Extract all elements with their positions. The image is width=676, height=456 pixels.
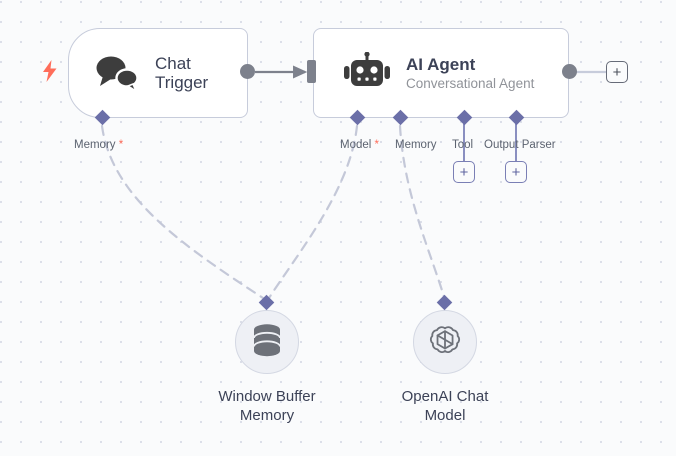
add-output-parser-button[interactable]: +	[505, 161, 527, 183]
chat-trigger-title: Chat Trigger	[155, 53, 209, 92]
chat-trigger-output-port[interactable]	[240, 64, 255, 79]
port-label-text: Memory	[74, 139, 116, 151]
node-chat-trigger[interactable]: Chat Trigger	[68, 28, 248, 118]
add-tool-button[interactable]: +	[453, 161, 475, 183]
window-buffer-memory-port[interactable]	[258, 294, 275, 311]
openai-chat-model-label: OpenAI Chat Model	[401, 388, 489, 424]
edge-aiagent-memory-to-openai	[398, 124, 447, 302]
node-window-buffer-memory[interactable]	[235, 310, 299, 374]
openai-chat-model-port[interactable]	[436, 294, 453, 311]
robot-icon	[342, 51, 392, 95]
ai-agent-output-port[interactable]	[562, 64, 577, 79]
node-ai-agent[interactable]: AI Agent Conversational Agent	[313, 28, 569, 118]
required-asterisk: *	[371, 139, 379, 151]
ai-agent-subtitle: Conversational Agent	[406, 75, 535, 91]
window-buffer-memory-label: Window Buffer Memory	[218, 388, 316, 424]
database-icon	[251, 323, 283, 362]
chat-trigger-memory-label: Memory *	[74, 139, 123, 151]
openai-logo-icon	[428, 323, 462, 362]
edge-aiagent-model-to-openai	[265, 124, 359, 303]
port-label-text: Model	[340, 139, 372, 151]
ai-agent-model-label: Model *	[340, 139, 379, 151]
ai-agent-outputparser-label: Output Parser	[484, 139, 556, 151]
lightning-bolt-icon	[42, 60, 58, 82]
ai-agent-tool-label: Tool	[452, 139, 474, 151]
ai-agent-title: AI Agent	[406, 54, 476, 74]
add-node-button[interactable]: +	[606, 61, 628, 83]
edge-chattrigger-memory-to-windowbuffer	[100, 124, 268, 302]
required-asterisk: *	[115, 139, 124, 151]
chat-bubbles-icon	[91, 47, 143, 99]
ai-agent-input-port[interactable]	[307, 60, 316, 83]
ai-agent-memory-label: Memory	[395, 139, 437, 151]
node-openai-chat-model[interactable]	[413, 310, 477, 374]
